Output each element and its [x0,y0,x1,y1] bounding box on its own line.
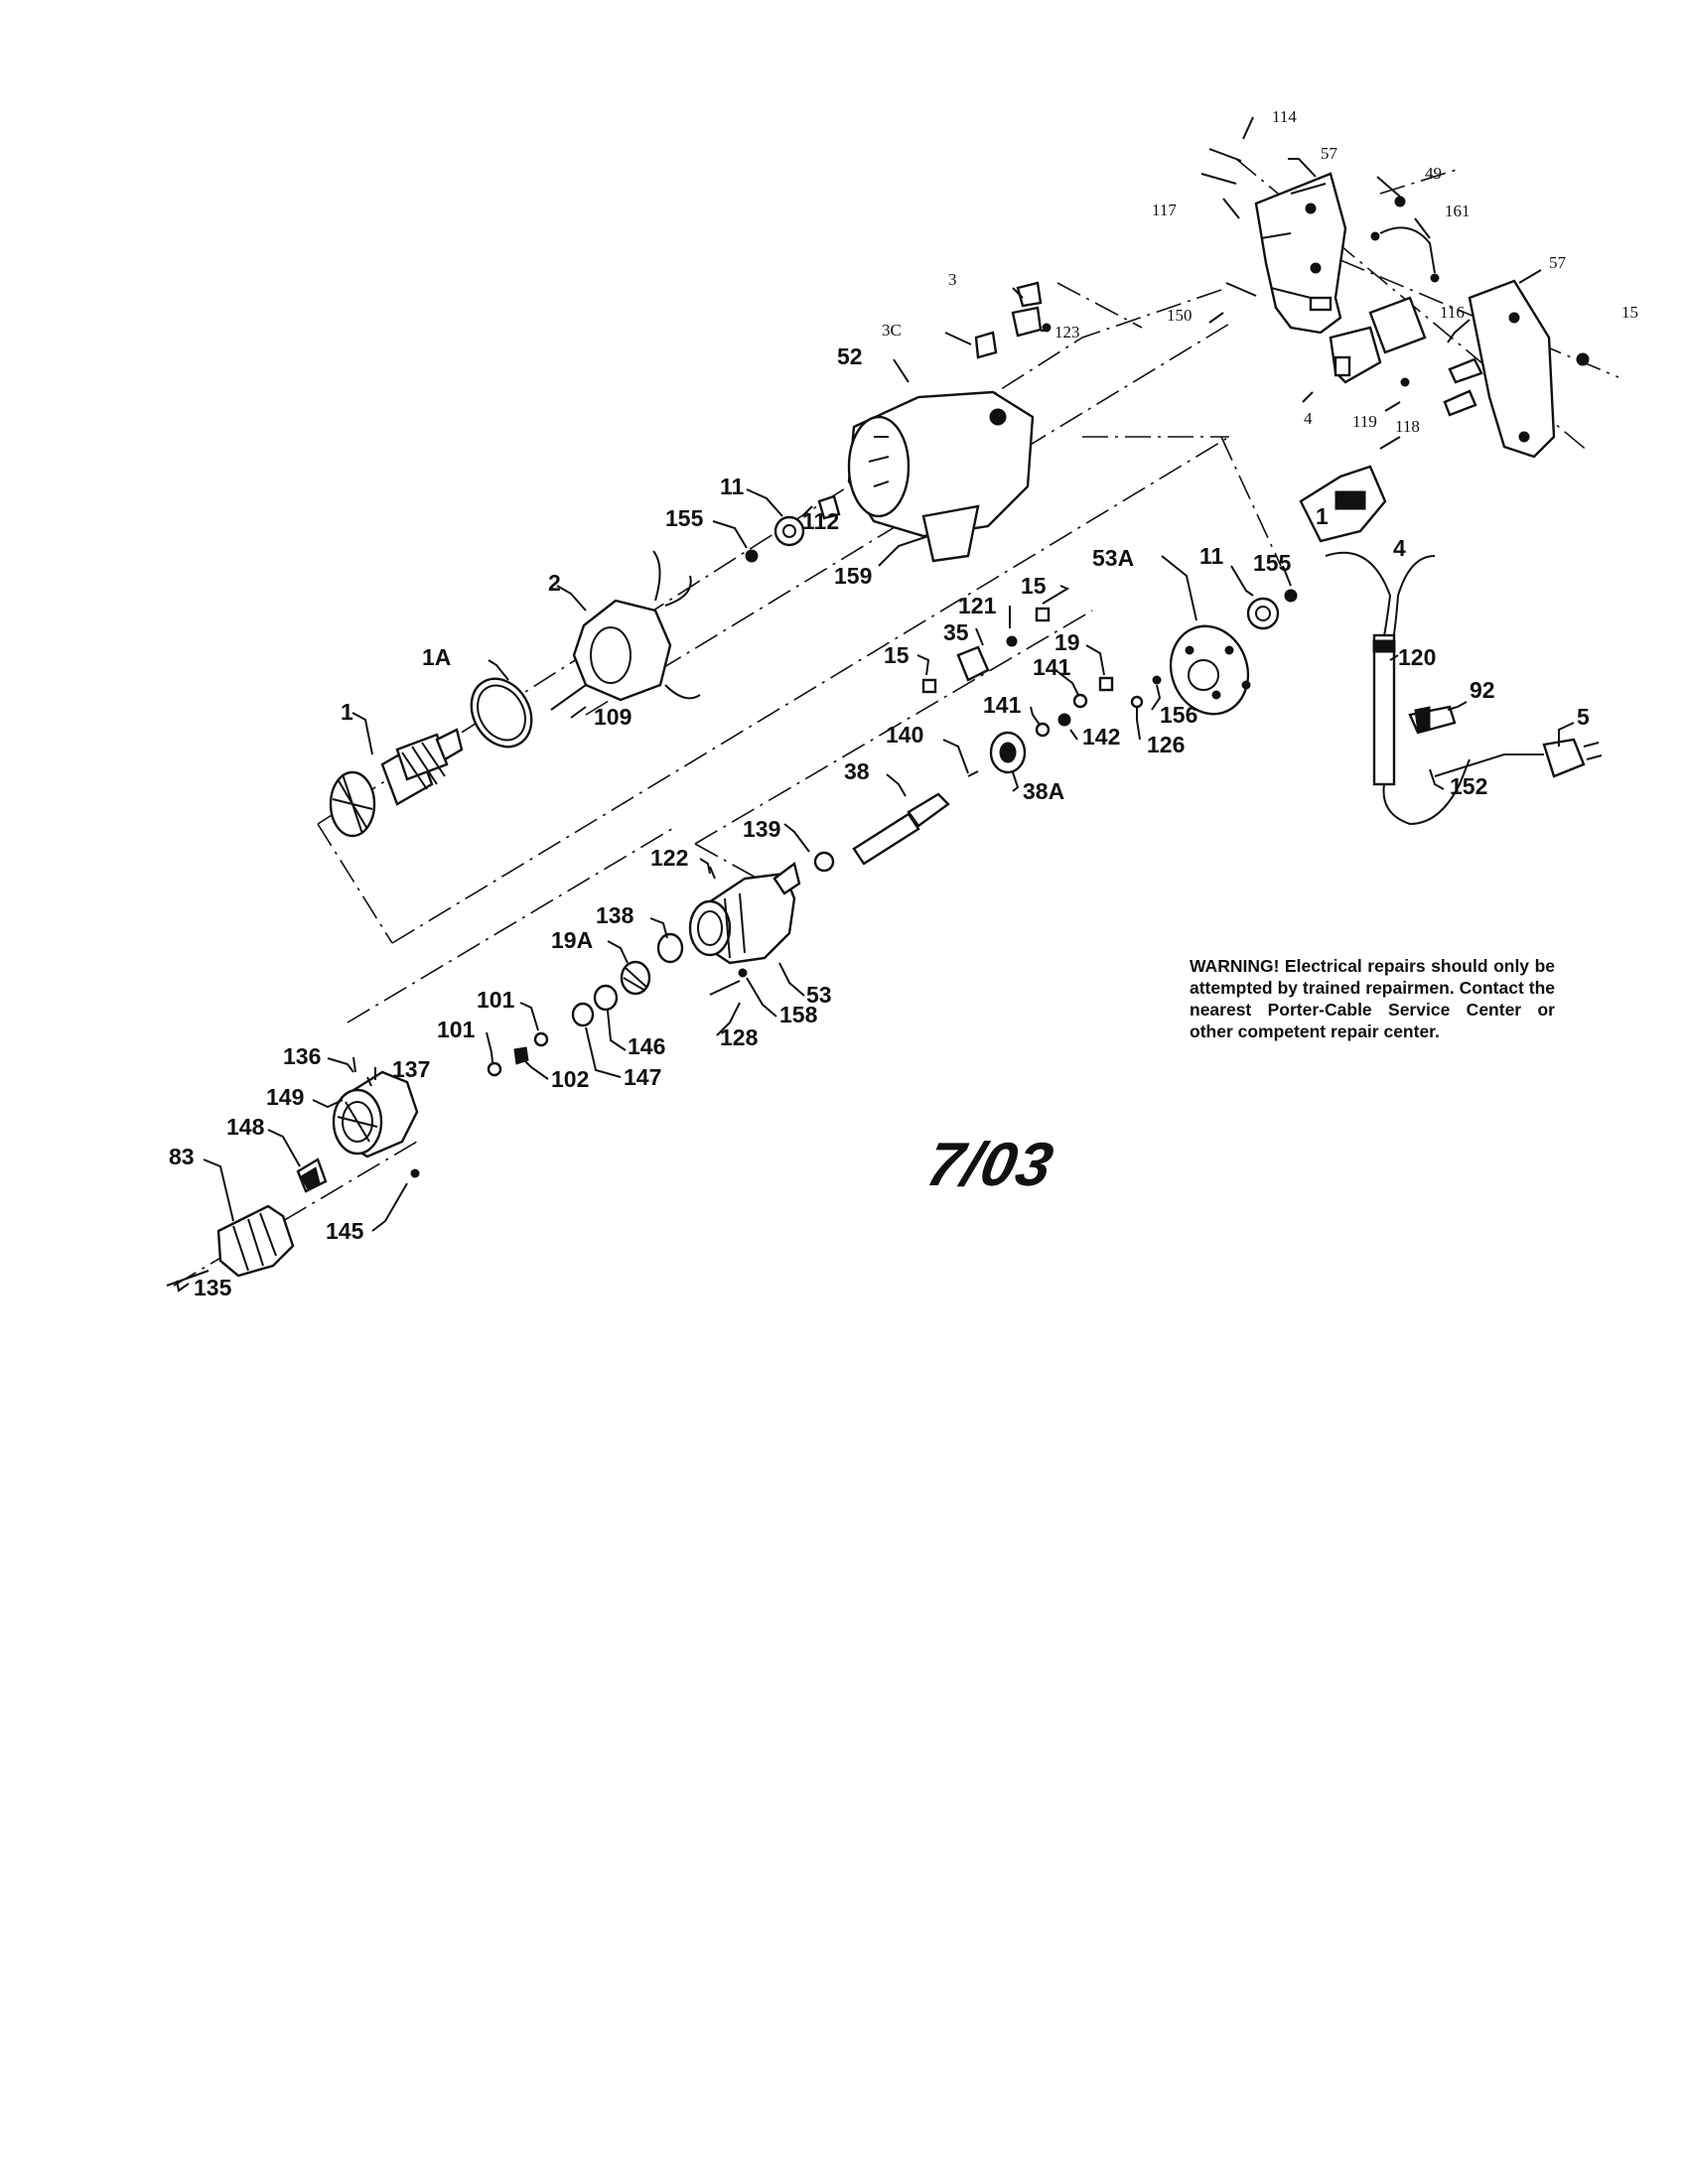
label-119: 119 [1352,412,1377,431]
label-11-right: 11 [1199,543,1224,569]
label-4-cord: 4 [1393,535,1406,561]
label-15-lower: 15 [884,642,910,668]
label-136: 136 [283,1043,321,1069]
label-149: 149 [266,1084,304,1110]
handle-housing-right [1468,279,1556,459]
label-101-lower: 101 [437,1017,476,1042]
label-138: 138 [596,902,634,928]
label-38: 38 [844,758,870,784]
label-114: 114 [1272,107,1297,126]
label-11-left: 11 [720,474,745,499]
armature [329,728,464,838]
label-121: 121 [958,593,997,618]
handle-housing-left [1254,172,1347,335]
label-38a: 38A [1023,778,1064,804]
label-2: 2 [548,570,561,596]
label-1a: 1A [422,644,451,670]
label-5: 5 [1577,704,1590,730]
label-122: 122 [650,845,688,871]
label-4-upper: 4 [1304,409,1313,428]
repair-warning-text: WARNING! Electrical repairs should only … [1190,956,1555,1041]
label-140: 140 [886,722,923,748]
label-83: 83 [169,1144,195,1169]
label-15-upper: 15 [1021,573,1047,599]
label-118: 118 [1395,417,1420,436]
label-126: 126 [1147,732,1185,757]
label-145: 145 [326,1218,364,1244]
label-92: 92 [1470,677,1495,703]
label-161: 161 [1445,202,1471,220]
label-155-right: 155 [1253,550,1292,576]
label-135: 135 [194,1275,232,1300]
label-137: 137 [392,1056,430,1082]
label-53a: 53A [1092,545,1134,571]
front-gear-parts [620,866,748,996]
label-120: 120 [1398,644,1436,670]
power-cord [1325,551,1603,826]
intermediate-gear-parts [921,607,1162,738]
spindle-and-gear [813,731,1027,873]
label-152: 152 [1450,773,1487,799]
label-109: 109 [594,704,632,730]
label-3: 3 [948,270,957,289]
label-148: 148 [226,1114,265,1140]
label-3c: 3C [882,321,902,340]
label-123: 123 [1054,323,1080,341]
switch-upper [1329,296,1427,384]
label-101-upper: 101 [477,987,515,1013]
label-159: 159 [834,563,872,589]
label-128: 128 [720,1024,759,1050]
label-139: 139 [743,816,780,842]
svg-text:1: 1 [1316,503,1329,529]
label-102: 102 [551,1066,589,1092]
label-15-right: 15 [1621,303,1638,322]
label-155-left: 155 [665,505,704,531]
field-stator [572,550,701,702]
label-19a: 19A [551,927,593,953]
screw-109 [550,684,587,711]
label-158: 158 [779,1002,818,1027]
label-117: 117 [1152,201,1177,219]
front-bearings [745,494,841,563]
gear-case-cover [1169,624,1251,716]
date-stamp: 7/03 [920,1131,1060,1199]
part-number-labels: 114 57 49 117 161 57 15 116 150 3 3C 123… [169,107,1638,1300]
label-116: 116 [1440,303,1465,322]
gear-case [688,861,801,965]
switch-lower: 1 [1299,465,1387,543]
label-1: 1 [341,699,353,725]
baffle-ring [470,677,533,749]
handle-screws [1042,148,1590,417]
label-112: 112 [802,508,839,534]
label-19: 19 [1054,629,1080,655]
leader-lines [176,116,1575,1293]
label-150: 150 [1167,306,1193,325]
label-146: 146 [628,1033,665,1059]
label-49: 49 [1425,164,1442,183]
label-141-upper: 141 [1033,654,1071,680]
label-52: 52 [837,343,863,369]
label-57-upper: 57 [1321,144,1338,163]
label-147: 147 [624,1064,661,1090]
brush-assembly [974,281,1043,359]
label-53: 53 [806,982,832,1008]
rear-bearing [1246,589,1298,630]
label-156: 156 [1160,702,1197,728]
label-35: 35 [943,619,969,645]
label-142: 142 [1082,724,1120,750]
chuck-assembly [166,1056,420,1287]
motor-housing [847,390,1035,563]
label-57-lower: 57 [1549,253,1567,272]
label-141-lower: 141 [983,692,1022,718]
